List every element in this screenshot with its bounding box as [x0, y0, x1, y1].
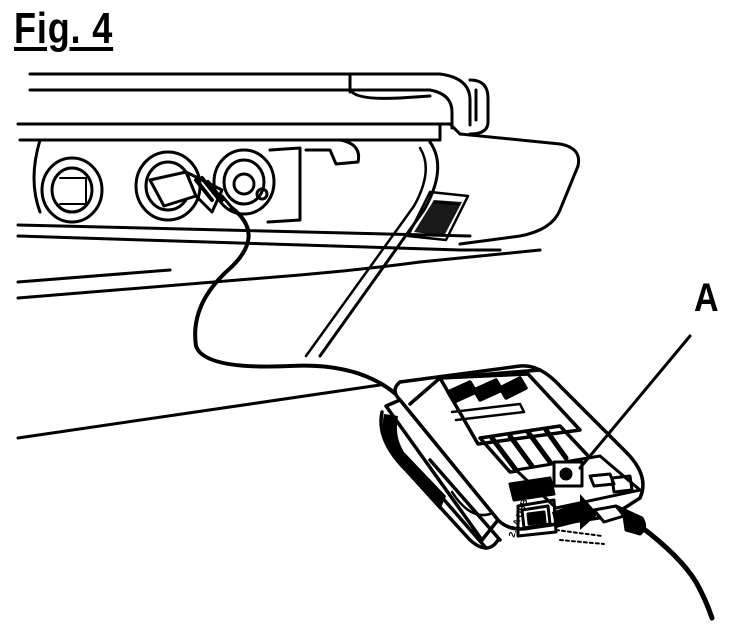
power-plug — [148, 170, 236, 214]
vent-shadow — [414, 200, 462, 236]
center-stalk — [318, 140, 440, 358]
callout-leader — [578, 334, 692, 470]
usb-plug — [592, 504, 647, 536]
socket-right — [212, 148, 276, 216]
pack-front-panel — [508, 454, 642, 538]
insertion-arrow — [552, 494, 605, 545]
figure-title: Fig. 4 — [14, 4, 114, 53]
console-panel — [16, 122, 581, 440]
console-edge — [304, 138, 361, 166]
power-cord — [193, 206, 400, 398]
usb-cable — [637, 523, 715, 621]
pack-side-shade — [382, 414, 446, 510]
socket-left — [40, 156, 104, 224]
socket-divider — [266, 146, 302, 224]
callout-label-a: A — [694, 276, 719, 320]
dashboard-upper — [28, 72, 490, 136]
